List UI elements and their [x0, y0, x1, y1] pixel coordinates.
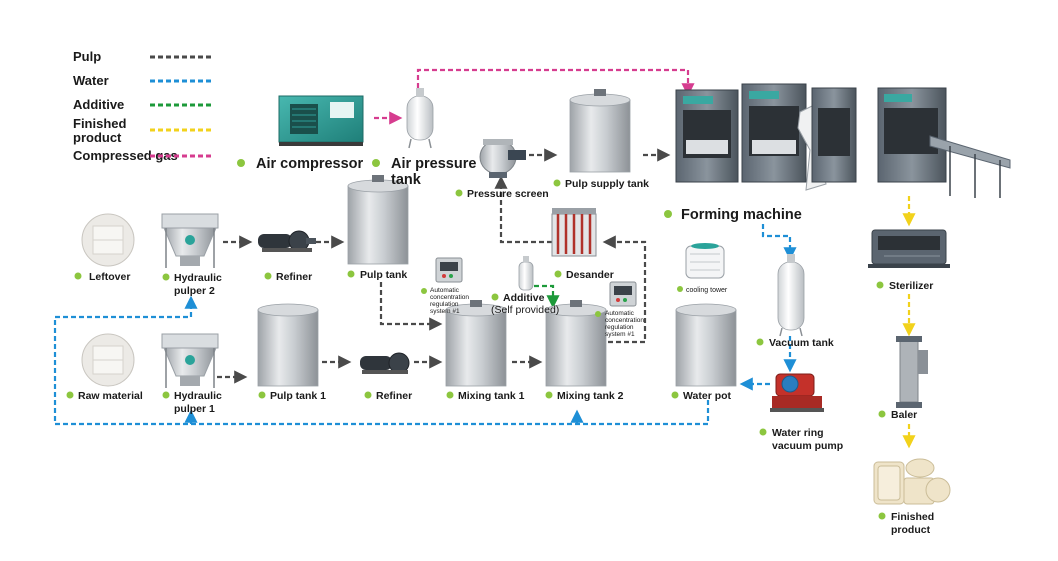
- label-hydraulic-pulper-2-line1: Hydraulic: [174, 272, 222, 284]
- label-pulp-tank-1: Pulp tank 1: [270, 390, 326, 402]
- sterilizer: [868, 229, 950, 268]
- equipment: [81, 83, 1011, 505]
- refiner-top: [258, 230, 316, 252]
- refiner-bottom: [360, 352, 410, 374]
- label-acrs1-line4: system #1: [430, 308, 460, 315]
- labels: Air compressor Air pressure tank Pressur…: [66, 156, 934, 536]
- cooling-tower: [685, 243, 725, 279]
- legend-finished-label-line2: product: [73, 130, 122, 145]
- label-leftover: Leftover: [89, 271, 130, 283]
- hydraulic-pulper-1: [161, 333, 219, 388]
- label-baler: Baler: [891, 409, 917, 421]
- label-finished-product-line1: Finished: [891, 511, 934, 523]
- additive-tank: [518, 256, 534, 291]
- label-pulp-supply-tank: Pulp supply tank: [565, 178, 649, 190]
- label-refiner-bottom: Refiner: [376, 390, 412, 402]
- forming-machine: [675, 83, 1011, 198]
- vacuum-tank: [777, 254, 805, 337]
- label-desander: Desander: [566, 269, 614, 281]
- acrs-panel-2: [609, 281, 637, 307]
- pulp-line-desander-to-screen: [494, 175, 552, 244]
- label-acrs2-line3: regulation: [605, 324, 634, 331]
- mixing-tank-1: [445, 300, 507, 387]
- raw-material-bale: [81, 333, 135, 387]
- label-mixing-tank-1: Mixing tank 1: [458, 390, 525, 402]
- air-pressure-tank: [406, 88, 434, 149]
- label-pulp-tank: Pulp tank: [360, 269, 407, 281]
- label-acrs2-line4: system #1: [605, 331, 635, 338]
- label-water-ring-line2: vacuum pump: [772, 440, 843, 452]
- air-compressor: [278, 95, 364, 146]
- label-pressure-screen: Pressure screen: [467, 188, 549, 200]
- water-line-forming-to-vacuum: [761, 224, 797, 261]
- label-hydraulic-pulper-1-line2: pulper 1: [174, 403, 215, 415]
- label-water-pot: Water pot: [683, 390, 732, 402]
- leftover-bale: [81, 213, 135, 267]
- label-refiner-top: Refiner: [276, 271, 312, 283]
- label-mixing-tank-2: Mixing tank 2: [557, 390, 624, 402]
- pressure-screen: [479, 139, 526, 178]
- label-raw-material: Raw material: [78, 390, 143, 402]
- legend-finished-label-line1: Finished: [73, 116, 127, 131]
- mixing-tank-2: [545, 300, 607, 387]
- label-acrs2-line2: concentration: [605, 317, 644, 324]
- label-additive-line1: Additive: [503, 292, 545, 304]
- legend-gas-label: Compressed gas: [73, 148, 178, 163]
- label-acrs1-line3: regulation: [430, 301, 459, 308]
- gas-line-tank-to-forming: [416, 68, 695, 97]
- label-hydraulic-pulper-1-line1: Hydraulic: [174, 390, 222, 402]
- pulp-line-pulptank-to-mixing1: [379, 282, 443, 331]
- label-acrs2-line1: Automatic: [605, 310, 635, 317]
- label-vacuum-tank: Vacuum tank: [769, 337, 834, 349]
- label-forming-machine: Forming machine: [681, 207, 802, 223]
- pulp-tank-1: [257, 303, 319, 387]
- hydraulic-pulper-2: [161, 213, 219, 268]
- legend-pulp-label: Pulp: [73, 49, 101, 64]
- label-cooling-tower: cooling tower: [686, 287, 728, 294]
- label-additive-line2: (Self provided): [491, 304, 559, 316]
- water-ring-vacuum-pump: [770, 373, 824, 412]
- label-air-pressure-tank-1: Air pressure: [391, 156, 476, 172]
- additive-line: [526, 284, 560, 309]
- water-line-return-loop: [53, 295, 710, 426]
- finished-product-trays: [873, 458, 951, 505]
- acrs-panel-1: [435, 257, 463, 283]
- legend-additive-label: Additive: [73, 97, 124, 112]
- label-acrs1-line2: concentration: [430, 294, 469, 301]
- flow-lines: [53, 68, 916, 449]
- label-air-pressure-tank-2: tank: [391, 172, 422, 188]
- desander: [551, 208, 597, 257]
- water-pot-tank: [675, 303, 737, 387]
- pulp-tank: [347, 175, 409, 265]
- label-finished-product-line2: product: [891, 524, 931, 536]
- label-sterilizer: Sterilizer: [889, 280, 933, 292]
- pulp-supply-tank: [569, 89, 631, 173]
- baler: [896, 336, 928, 408]
- legend: Pulp Water Additive Finished product Com…: [73, 49, 214, 163]
- legend-water-label: Water: [73, 73, 109, 88]
- pulp-line-mixing2-to-desander: [602, 235, 647, 344]
- label-air-compressor: Air compressor: [256, 156, 364, 172]
- label-water-ring-line1: Water ring: [772, 427, 824, 439]
- label-acrs1-line1: Automatic: [430, 287, 460, 294]
- label-hydraulic-pulper-2-line2: pulper 2: [174, 285, 215, 297]
